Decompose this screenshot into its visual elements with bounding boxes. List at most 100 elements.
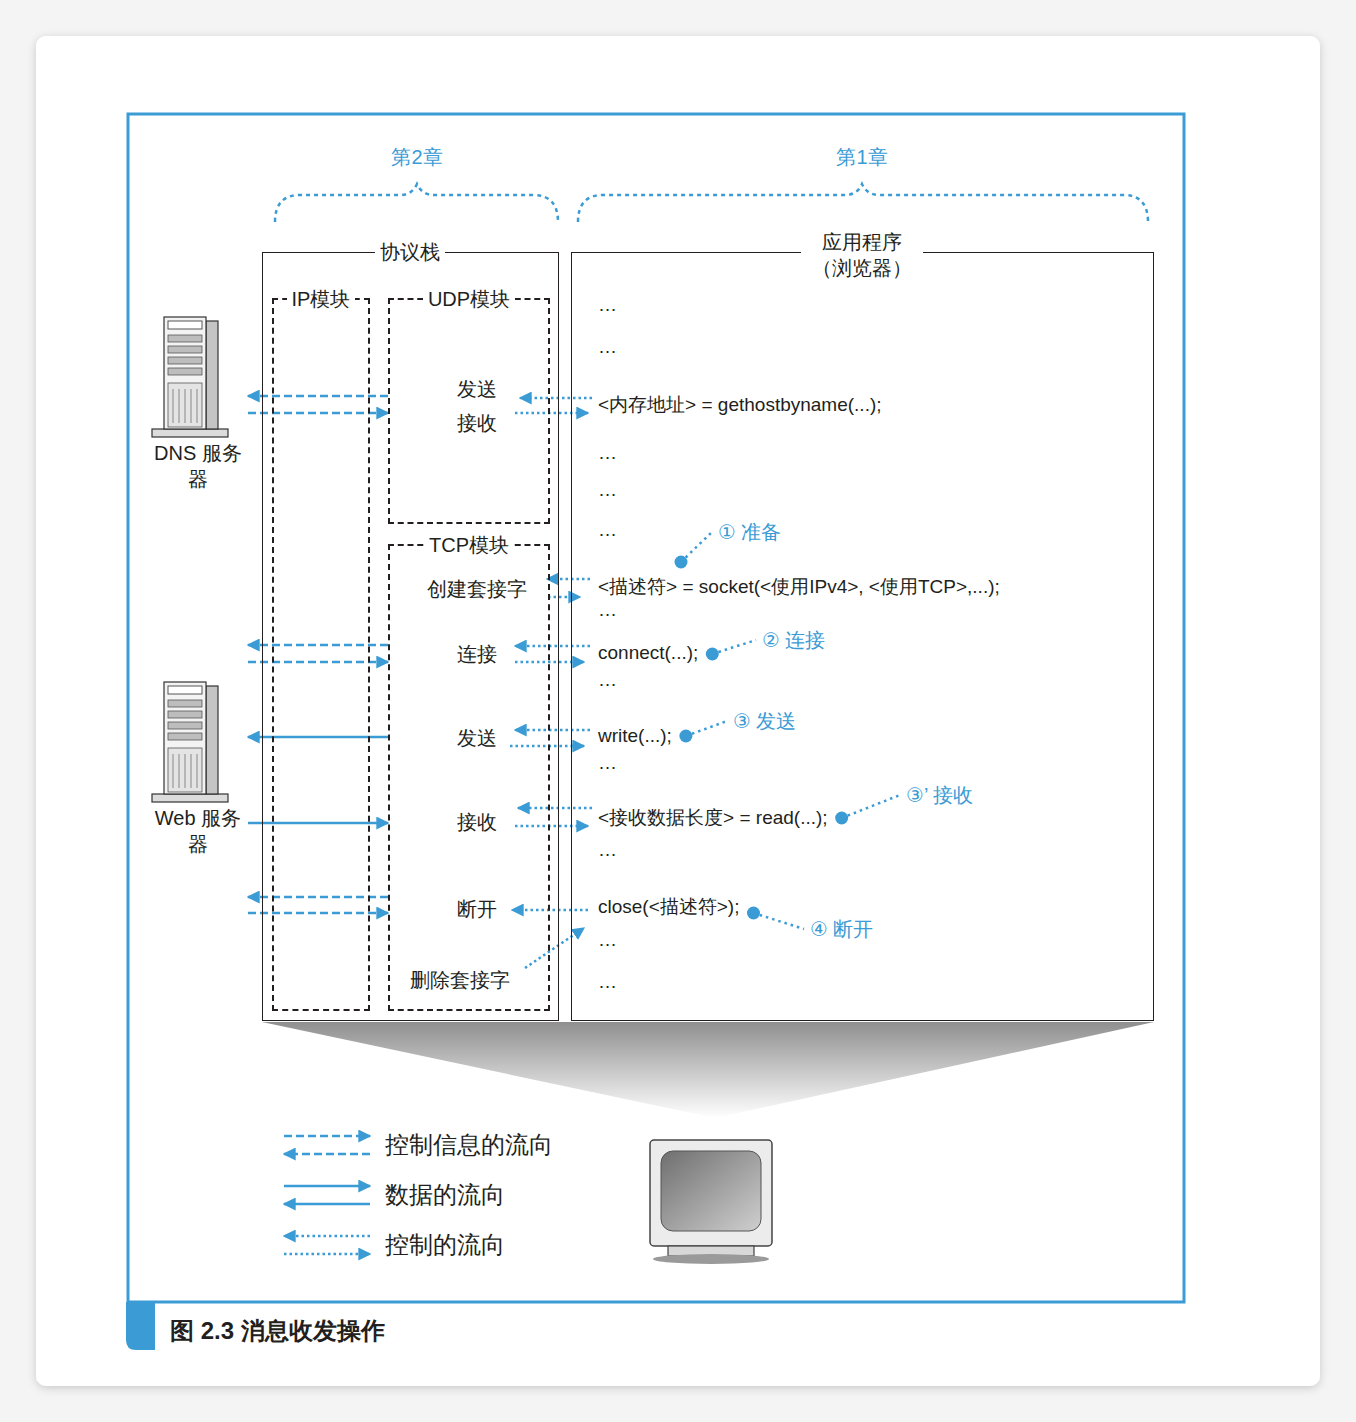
control-info-arrow	[248, 644, 388, 647]
chapter-brace	[275, 184, 558, 222]
control-arrow	[515, 729, 590, 732]
control-info-arrow	[248, 412, 388, 415]
operation-label: 删除套接字	[410, 968, 510, 992]
code-line: …	[598, 479, 617, 501]
legend-text: 数据的流向	[385, 1180, 505, 1210]
box-heading: IP模块	[287, 287, 356, 311]
control-info-arrow	[248, 912, 388, 915]
callout-dot	[679, 730, 692, 743]
control-arrow	[512, 909, 588, 912]
control-arrow	[520, 397, 592, 400]
layer-box: 应用程序 （浏览器）	[571, 252, 1154, 1021]
legend-entry: 控制信息的流向	[282, 1127, 702, 1163]
legend-entry: 控制的流向	[282, 1227, 702, 1263]
server-node: Web 服务器	[148, 680, 248, 862]
legend-text: 控制的流向	[385, 1230, 505, 1260]
caption-tab	[126, 1302, 155, 1350]
callout-dot	[675, 556, 688, 569]
code-line: <接收数据长度> = read(...);	[598, 807, 828, 829]
server-icon	[148, 315, 232, 440]
legend-entry: 数据的流向	[282, 1177, 702, 1213]
card	[36, 36, 1320, 1386]
server-name: Web 服务器	[148, 805, 248, 857]
callout-label: ③ 发送	[733, 709, 797, 733]
code-line: …	[598, 971, 617, 993]
control-arrow	[515, 645, 590, 648]
callout-label: ① 准备	[718, 520, 782, 544]
code-line: …	[598, 519, 617, 541]
module-box: UDP模块	[388, 298, 550, 524]
zoom-funnel	[262, 1022, 1154, 1118]
code-line: …	[598, 752, 617, 774]
code-line: <描述符> = socket(<使用IPv4>, <使用TCP>,...);	[598, 576, 1000, 598]
module-box: IP模块	[272, 298, 370, 1011]
code-line: …	[598, 929, 617, 951]
chapter-label: 第2章	[391, 145, 442, 169]
code-line: …	[598, 294, 617, 316]
control-info-arrow	[248, 896, 388, 899]
code-line: …	[598, 599, 617, 621]
frame	[128, 114, 1184, 1302]
box-heading: TCP模块	[424, 533, 514, 557]
control-arrow	[515, 661, 584, 664]
control-arrow	[525, 928, 584, 968]
operation-label: 发送	[457, 726, 497, 750]
code-line: …	[598, 839, 617, 861]
control-info-arrow	[248, 661, 388, 664]
chapter-label: 第1章	[836, 145, 887, 169]
data-arrow	[248, 736, 388, 739]
operation-label: 断开	[457, 897, 497, 921]
callout-label: ③’ 接收	[906, 783, 973, 807]
control-arrow	[510, 745, 584, 748]
module-box: TCP模块	[388, 544, 550, 1011]
code-line: write(...);	[598, 725, 672, 747]
control-arrow	[548, 596, 580, 599]
callout-leader	[712, 640, 756, 654]
legend-swatch	[282, 1227, 374, 1263]
callout-dot	[835, 812, 848, 825]
code-line: …	[598, 669, 617, 691]
server-node: DNS 服务器	[148, 315, 248, 497]
callout-label: ② 连接	[762, 628, 826, 652]
control-arrow	[547, 578, 590, 581]
monitor-icon	[650, 1140, 772, 1264]
callout-leader	[842, 795, 900, 818]
code-line: <内存地址> = gethostbyname(...);	[598, 394, 882, 416]
layer-box: 协议栈IP模块UDP模块TCP模块	[262, 252, 559, 1021]
server-icon	[148, 680, 232, 805]
box-heading: UDP模块	[423, 287, 515, 311]
operation-label: 创建套接字	[427, 577, 527, 601]
callout-label: ④ 断开	[810, 917, 874, 941]
control-arrow	[518, 807, 592, 810]
data-arrow	[248, 822, 388, 825]
control-info-arrow	[248, 395, 388, 398]
operation-label: 接收	[457, 411, 497, 435]
operation-label: 连接	[457, 642, 497, 666]
figure-caption: 图 2.3 消息收发操作	[170, 1316, 385, 1346]
server-name: DNS 服务器	[148, 440, 248, 492]
code-line: …	[598, 442, 617, 464]
code-line: close(<描述符>);	[598, 896, 739, 918]
legend-text: 控制信息的流向	[385, 1130, 553, 1160]
operation-label: 发送	[457, 377, 497, 401]
legend-swatch	[282, 1127, 374, 1163]
code-line: …	[598, 336, 617, 358]
code-line: connect(...);	[598, 642, 698, 664]
callout-dot	[747, 907, 760, 920]
box-heading: 协议栈	[375, 240, 445, 264]
box-heading: 应用程序 （浏览器）	[801, 229, 923, 281]
operation-label: 接收	[457, 810, 497, 834]
callout-leader	[753, 913, 804, 929]
control-arrow	[515, 825, 588, 828]
chapter-brace	[578, 184, 1148, 222]
callout-leader	[686, 721, 727, 736]
callout-dot	[706, 648, 719, 661]
control-arrow	[515, 412, 588, 415]
legend-swatch	[282, 1177, 374, 1213]
